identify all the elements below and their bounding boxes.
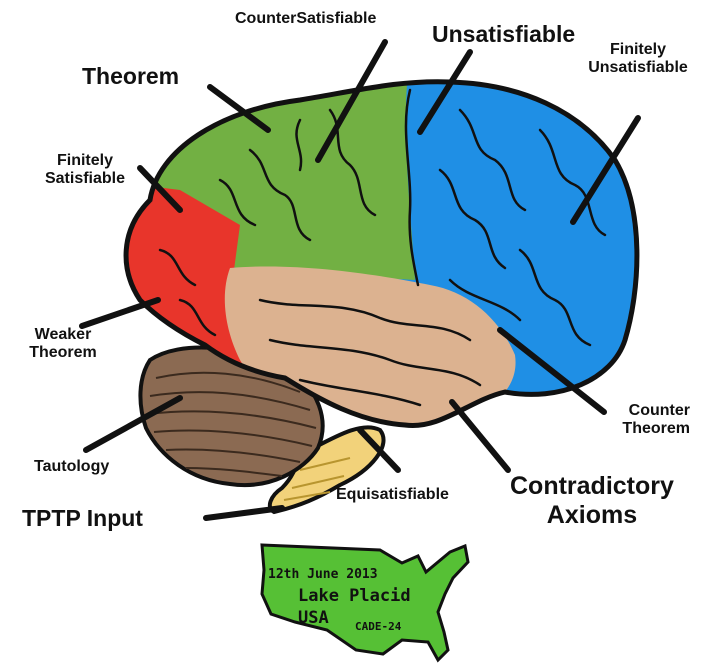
map-date: 12th June 2013 [268, 567, 378, 582]
pointer-tptp-input [206, 508, 282, 518]
pointer-contradictory-axioms [452, 402, 508, 470]
map-country: USA [298, 608, 329, 628]
label-tautology: Tautology [34, 458, 109, 476]
map-place: Lake Placid [298, 586, 411, 606]
pointer-weaker-theorem [82, 300, 158, 326]
map-conference: CADE-24 [355, 620, 401, 633]
label-weaker-theorem: Weaker Theorem [13, 326, 113, 363]
label-counter-satisfiable: CounterSatisfiable [235, 10, 376, 28]
label-unsatisfiable: Unsatisfiable [432, 21, 575, 47]
label-finitely-unsatisfiable: Finitely Unsatisfiable [578, 41, 698, 78]
label-counter-theorem: Counter Theorem [590, 402, 690, 439]
label-finitely-satisfiable: Finitely Satisfiable [30, 152, 140, 189]
label-equisatisfiable: Equisatisfiable [336, 486, 449, 504]
label-contradictory-axioms: Contradictory Axioms [510, 472, 674, 530]
label-tptp-input: TPTP Input [22, 505, 143, 531]
label-theorem: Theorem [82, 63, 179, 89]
